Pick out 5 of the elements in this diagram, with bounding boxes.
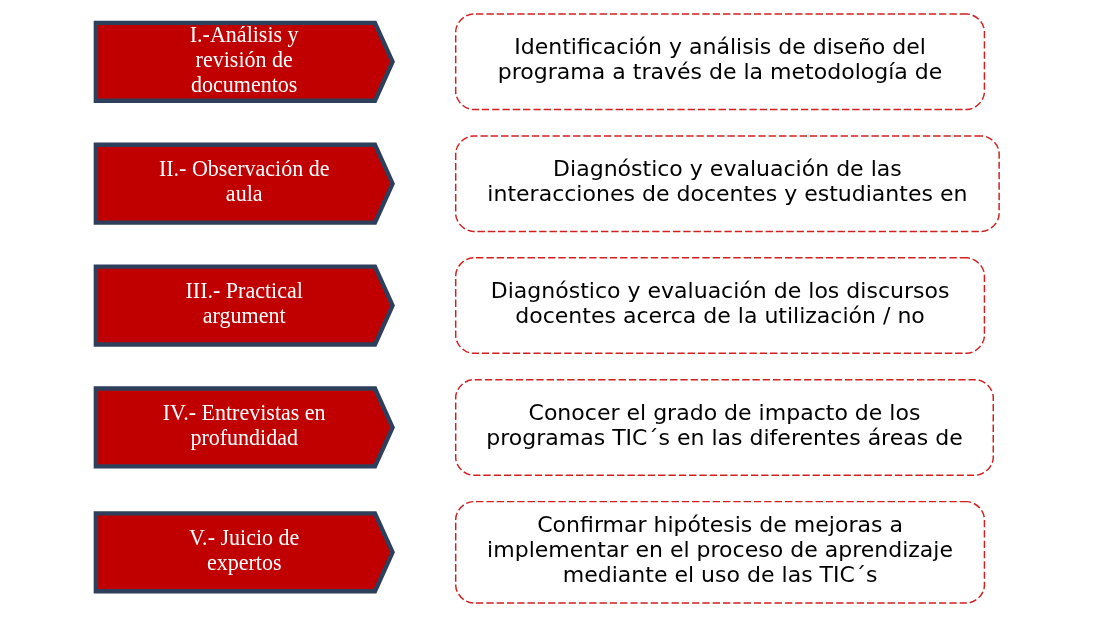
node-box: Diagnóstico y evaluación de las interacciones de docentes y estudiantes en [454,135,1000,233]
node-box: Diagnóstico y evaluación de los discursos docentes acerca de la utilización / no [454,257,985,355]
node-box: Conocer el grado de impacto de los programas TIC´s en las diferentes áreas de [454,379,994,476]
node-box: Confirmar hipótesis de mejoras a implementar en el proceso de aprendizaje mediante el uso de las TIC´s [454,500,985,604]
node-box: Identificación y análisis de diseño del programa a través de la metodología de [454,13,985,111]
